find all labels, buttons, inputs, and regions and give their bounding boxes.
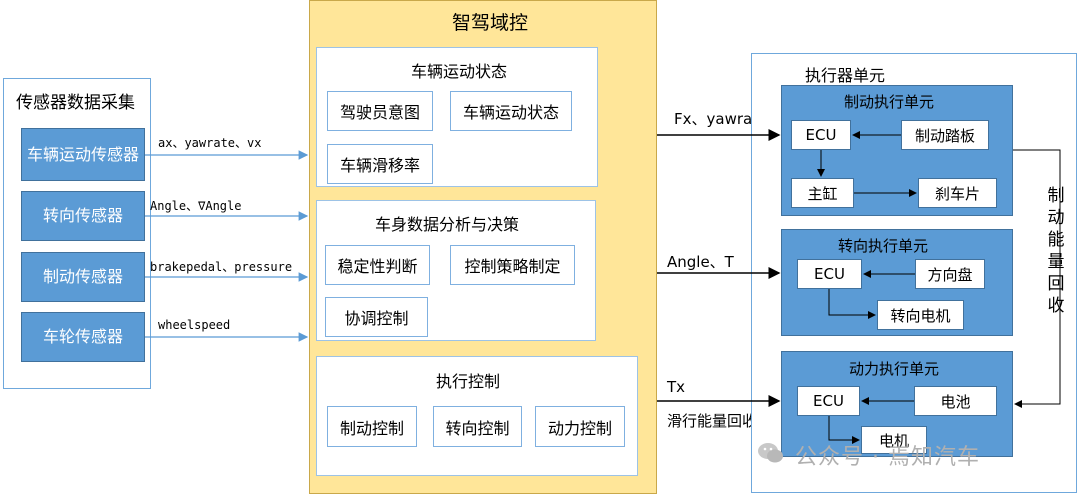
power-unit-title: 动力执行单元: [849, 360, 940, 378]
brake-control-box: 制动控制: [327, 406, 417, 447]
power-motor-box: 电机: [861, 426, 927, 454]
output-signal-coasting-recovery: 滑行能量回收: [667, 412, 758, 430]
battery-box: 电池: [914, 386, 997, 416]
signal-vehicle-motion: ax、yawrate、vx: [158, 136, 262, 150]
vehicle-slip-ratio-box: 车辆滑移率: [327, 144, 433, 184]
signal-braking: brakepedal、pressure: [150, 260, 293, 274]
power-control-box: 动力控制: [535, 406, 625, 447]
brake-pads-box: 刹车片: [918, 178, 997, 208]
steering-unit-title: 转向执行单元: [838, 237, 929, 255]
sensor-panel-title: 传感器数据采集: [16, 93, 135, 113]
execution-title: 执行控制: [436, 372, 501, 391]
stability-judgement-box: 稳定性判断: [325, 245, 430, 285]
output-signal-brake: Fx、yawrate: [674, 110, 768, 128]
output-signal-power: Tx: [667, 378, 686, 396]
signal-steering: Angle、∇Angle: [150, 199, 242, 213]
wechat-icon: [758, 443, 783, 463]
domain-controller-title: 智驾域控: [452, 12, 529, 34]
arrow-ecu-steer-motor: [828, 289, 876, 319]
sensor-steering: 转向传感器: [21, 191, 145, 241]
steering-ecu-box: ECU: [797, 259, 862, 289]
steering-wheel-box: 方向盘: [915, 259, 985, 289]
sensor-braking: 制动传感器: [21, 252, 145, 302]
watermark-text: 公众号 · 焉知汽车: [795, 445, 980, 470]
signal-wheel: wheelspeed: [158, 318, 231, 332]
output-signal-steer: Angle、T: [667, 253, 734, 271]
motion-state-title: 车辆运动状态: [411, 62, 508, 81]
sensor-vehicle-motion: 车辆运动传感器: [21, 128, 145, 181]
brake-unit-title: 制动执行单元: [844, 93, 935, 111]
master-cylinder-box: 主缸: [791, 178, 854, 208]
sensor-wheel: 车轮传感器: [21, 312, 145, 362]
brake-ecu-box: ECU: [791, 120, 851, 150]
arrow-brake-energy-recovery: [1013, 149, 1061, 408]
steering-control-box: 转向控制: [433, 406, 522, 447]
actuator-panel-title: 执行器单元: [805, 66, 886, 85]
brake-pedal-box: 制动踏板: [901, 120, 989, 150]
control-strategy-box: 控制策略制定: [450, 245, 575, 285]
coordinated-control-box: 协调控制: [325, 297, 428, 337]
analysis-title: 车身数据分析与决策: [375, 215, 520, 234]
power-ecu-box: ECU: [797, 386, 860, 416]
vehicle-motion-state-box: 车辆运动状态: [450, 91, 572, 131]
arrow-ecu-power-motor: [828, 416, 860, 444]
steering-motor-box: 转向电机: [877, 300, 964, 330]
driver-intent-box: 驾驶员意图: [327, 91, 433, 131]
